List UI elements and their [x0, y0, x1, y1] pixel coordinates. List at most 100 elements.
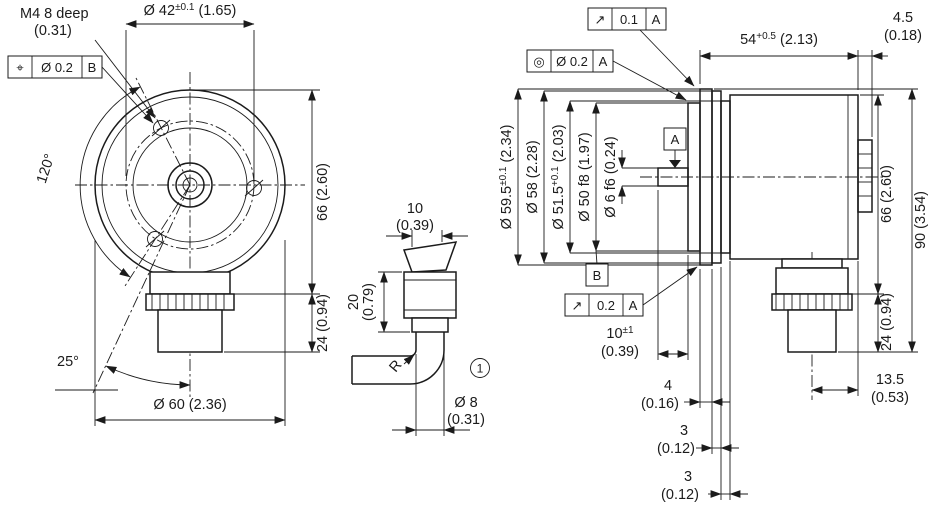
fcf-position-leader [101, 66, 154, 124]
fcf-runout-top: ↗ 0.1 A [587, 7, 695, 87]
fcf-concentricity: ◎ Ø 0.2 A [526, 49, 687, 101]
label-dia-6: Ø 6 f6 (0.24) [603, 136, 619, 217]
label-dia-595: Ø 59.5±0.1 (2.34) [498, 125, 515, 230]
fcf-position-value: Ø 0.2 [41, 60, 73, 75]
mounting-hole-3 [147, 231, 163, 247]
dim-dia-60: Ø 60 (2.36) [94, 240, 286, 426]
front-view: 120° ⌖ Ø 0.2 B M4 8 deep (0.31) Ø 42±0.1… [7, 2, 331, 426]
front-knurl-hatch [151, 294, 225, 310]
fcf-runout-top-value: 0.1 [620, 12, 638, 27]
side-knurl-hatch [775, 294, 849, 310]
label-depth-3b-inch: (0.12) [661, 487, 699, 503]
front-25deg-axis [92, 184, 191, 394]
fcf-concentricity-datum: A [599, 54, 608, 69]
label-dia-515: Ø 51.5+0.1 (2.03) [550, 124, 567, 229]
cable-outer-edge [352, 332, 445, 385]
cable-inner-edge [352, 332, 417, 357]
dim-cable-10: 10 (0.39) [386, 201, 468, 247]
label-depth-10-inch: (0.39) [601, 344, 639, 360]
label-depth-3b: 3 [684, 469, 692, 485]
label-note-1: 1 [477, 362, 484, 376]
label-cable-20-inch: (0.79) [361, 283, 377, 321]
dim-dia-6: Ø 6 f6 (0.24) [603, 136, 658, 218]
dim-depth-3b: 3 (0.12) [661, 261, 748, 503]
label-depth-3a-inch: (0.12) [657, 441, 695, 457]
label-width-45: 4.5 [893, 10, 913, 26]
datum-a: A [663, 127, 687, 168]
label-dia-58: Ø 58 (2.28) [525, 140, 541, 213]
label-angle-25: 25° [57, 354, 79, 370]
gland-collar [411, 317, 449, 333]
concentricity-symbol-icon: ◎ [533, 54, 544, 69]
label-cable-10-inch: (0.39) [396, 218, 434, 234]
label-depth-3a: 3 [680, 423, 688, 439]
fcf-runout-face-value: 0.2 [597, 298, 615, 313]
fcf-runout-top-leader [639, 29, 695, 87]
dim-dia-515: Ø 51.5+0.1 (2.03) [550, 100, 730, 254]
dim-dia-42: Ø 42±0.1 (1.65) [125, 2, 255, 182]
thread-note: M4 8 deep (0.31) [20, 6, 156, 119]
dim-dia-595: Ø 59.5±0.1 (2.34) [498, 88, 700, 266]
label-width-135: 13.5 [876, 372, 904, 388]
fcf-position: ⌖ Ø 0.2 B [7, 55, 154, 124]
fcf-runout-face-leader [642, 266, 698, 306]
label-dia-60: Ø 60 (2.36) [153, 397, 226, 413]
dim-front-66: 66 (2.60) [196, 89, 331, 295]
runout-face-symbol-icon: ↗ [572, 298, 583, 313]
dim-side-66: 66 (2.60) [850, 94, 895, 295]
dim-side-24: 24 (0.94) [874, 293, 895, 353]
label-cable-dia-8: Ø 8 [454, 395, 477, 411]
cable-view: 10 (0.39) 20 (0.79) R 1 Ø 8 [346, 201, 490, 436]
dim-dia-58: Ø 58 (2.28) [525, 90, 712, 264]
dim-depth-10: 10±1 (0.39) [601, 190, 689, 360]
label-width-135-inch: (0.53) [871, 390, 909, 406]
label-angle-120: 120° [34, 152, 58, 185]
label-dia-50: Ø 50 f8 (1.97) [577, 132, 593, 221]
dim-width-135: 13.5 (0.53) [811, 261, 909, 406]
side-connector [771, 258, 853, 353]
label-m4-thread-inch: (0.31) [34, 23, 72, 39]
label-depth-4-inch: (0.16) [641, 396, 679, 412]
dim-side-90: 90 (3.54) [714, 88, 929, 353]
dim-angle-25: 25° [55, 354, 191, 391]
note-reference-1: 1 [470, 358, 490, 378]
dim-depth-4: 4 (0.16) [641, 269, 730, 454]
label-width-45-inch: (0.18) [884, 28, 922, 44]
mounting-hole-1 [153, 120, 169, 136]
label-side-24: 24 (0.94) [879, 293, 895, 351]
label-cable-20: 20 [346, 294, 362, 310]
fcf-position-datum: B [88, 60, 97, 75]
dim-cable-dia-8: Ø 8 (0.31) [392, 354, 485, 436]
datum-b: B [585, 250, 609, 287]
label-cable-10: 10 [407, 201, 423, 217]
fcf-concentricity-value: Ø 0.2 [556, 54, 588, 69]
dim-width-54: 54+0.5 (2.13) [699, 31, 859, 90]
gland-nut [403, 271, 457, 319]
label-depth-10: 10±1 [606, 325, 634, 342]
front-knurl-ring [145, 293, 235, 311]
label-datum-b: B [593, 268, 602, 283]
label-width-54: 54+0.5 (2.13) [740, 31, 818, 48]
label-depth-4: 4 [664, 378, 672, 394]
label-bend-radius: R [386, 357, 405, 375]
side-view: ↗ 0.1 A ◎ Ø 0.2 A 54+0.5 (2.13) 4 [498, 7, 929, 503]
label-m4-thread: M4 8 deep [20, 6, 89, 22]
datum-a-triangle [669, 160, 681, 168]
dim-width-45: 4.5 (0.18) [858, 10, 922, 137]
gland-flare [402, 241, 458, 273]
m4-leader [94, 39, 156, 119]
arc-120deg [79, 86, 141, 278]
dim-front-24: 24 (0.94) [224, 293, 331, 353]
fcf-runout-face: ↗ 0.2 A [564, 266, 698, 317]
runout-symbol-icon: ↗ [595, 12, 606, 27]
label-side-66: 66 (2.60) [879, 165, 895, 223]
label-front-66: 66 (2.60) [315, 163, 331, 221]
dim-dia-50: Ø 50 f8 (1.97) [577, 102, 690, 252]
label-side-90: 90 (3.54) [913, 191, 929, 249]
label-front-24: 24 (0.94) [315, 294, 331, 352]
front-connector [145, 271, 235, 353]
rear-clamp [857, 139, 873, 213]
dim-depth-3a: 3 (0.12) [657, 267, 739, 500]
